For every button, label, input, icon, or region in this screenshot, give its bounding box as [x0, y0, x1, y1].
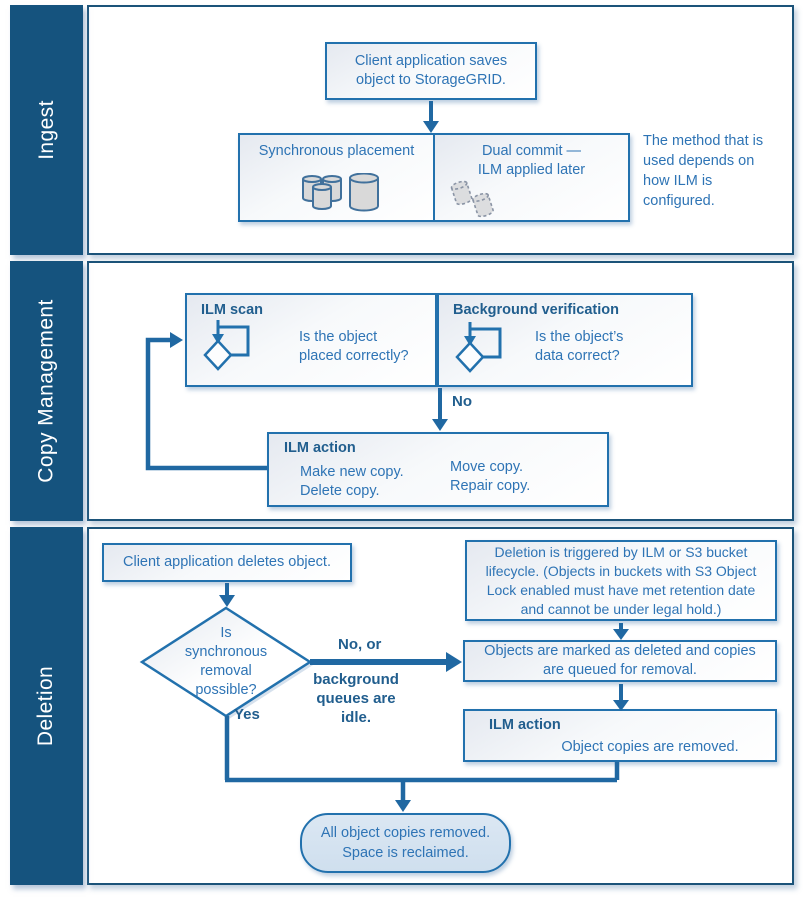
dashed-objects-icon: [450, 180, 494, 218]
lane-label-deletion: Deletion: [34, 665, 58, 747]
lane-tab-deletion: Deletion: [10, 527, 83, 885]
synchronous-placement-cell: Synchronous placement: [240, 135, 433, 220]
client-save-text: Client application saves object to Stora…: [354, 53, 508, 88]
client-delete-box: Client application deletes object.: [102, 543, 352, 582]
synchronous-placement-label: Synchronous placement: [258, 143, 415, 159]
verify-loop-icon: [455, 322, 502, 373]
lane-label-ingest: Ingest: [34, 100, 58, 160]
deletion-trigger-box: Deletion is triggered by ILM or S3 bucke…: [465, 540, 777, 621]
lane-tab-ingest: Ingest: [10, 5, 83, 255]
ilm-action-text-deletion: Object copies are removed.: [561, 739, 739, 755]
placement-options-box: Synchronous placement Dual commit — ILM …: [238, 133, 630, 222]
background-verification-box: Background verification Is the object’s …: [437, 293, 693, 387]
no-label-copy: No: [452, 393, 472, 410]
ilm-scan-box: ILM scan Is the object placed correctly?: [185, 293, 437, 387]
ilm-action-title-deletion: ILM action: [489, 717, 561, 733]
ilm-action-column1: Make new copy. Delete copy.: [300, 464, 404, 499]
no-or-label: No, or: [338, 636, 382, 653]
yes-label: Yes: [234, 706, 260, 723]
dual-commit-label: Dual commit — ILM applied later: [477, 143, 586, 178]
marked-deleted-box: Objects are marked as deleted and copies…: [463, 640, 777, 682]
client-delete-text: Client application deletes object.: [123, 554, 331, 570]
final-result-pill: All object copies removed. Space is recl…: [300, 813, 511, 873]
ilm-scan-title: ILM scan: [201, 302, 264, 318]
background-verification-question: Is the object’s data correct?: [535, 329, 624, 364]
lane-label-copy-management: Copy Management: [34, 299, 58, 483]
ilm-action-column2: Move copy. Repair copy.: [450, 459, 531, 494]
storage-cylinders-icon: [302, 173, 379, 212]
ilm-action-box-copy: ILM action Make new copy. Delete copy. M…: [267, 432, 609, 507]
scan-loop-icon: [203, 320, 250, 371]
ingest-note: The method that is used depends on how I…: [643, 133, 764, 209]
no-sublabel: background queues are idle.: [313, 671, 399, 726]
client-save-box: Client application saves object to Stora…: [325, 42, 537, 100]
background-verification-title: Background verification: [453, 302, 619, 318]
final-result-text: All object copies removed. Space is recl…: [320, 825, 491, 861]
marked-deleted-text: Objects are marked as deleted and copies…: [484, 643, 756, 678]
dual-commit-cell: Dual commit — ILM applied later: [433, 135, 628, 220]
decision-diamond-text: Is synchronous removal possible?: [184, 625, 268, 698]
deletion-trigger-text: Deletion is triggered by ILM or S3 bucke…: [485, 543, 757, 617]
ilm-scan-question: Is the object placed correctly?: [299, 329, 409, 364]
ilm-action-box-deletion: ILM action Object copies are removed.: [463, 709, 777, 762]
lane-tab-copy-management: Copy Management: [10, 261, 83, 521]
ilm-action-title-copy: ILM action: [284, 440, 356, 456]
